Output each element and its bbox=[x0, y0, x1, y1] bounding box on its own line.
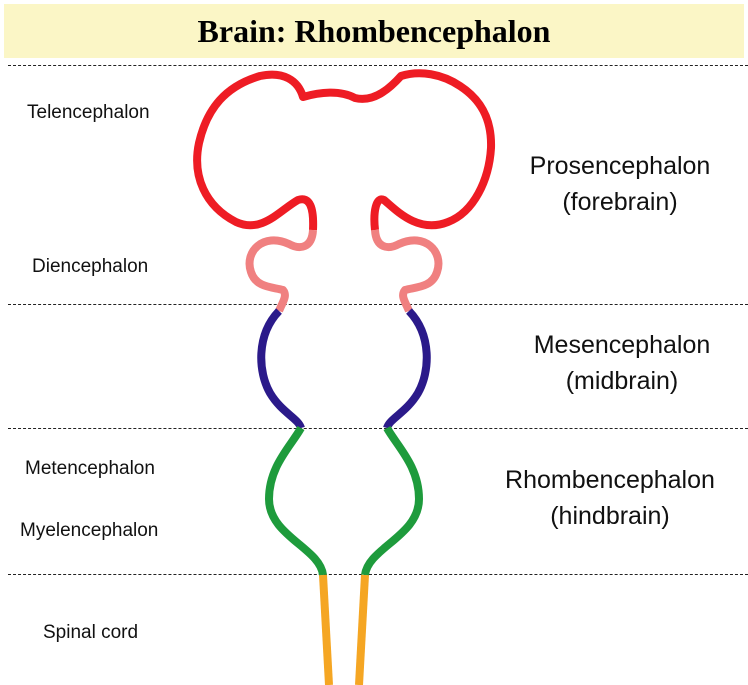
rhombencephalon-name: Rhombencephalon bbox=[480, 462, 740, 498]
label-diencephalon: Diencephalon bbox=[32, 256, 148, 278]
label-myelencephalon: Myelencephalon bbox=[20, 520, 158, 542]
label-metencephalon: Metencephalon bbox=[25, 458, 155, 480]
spinal-cord-right-outline bbox=[359, 575, 365, 685]
spinal-cord-left-outline bbox=[323, 575, 329, 685]
label-prosencephalon: Prosencephalon (forebrain) bbox=[490, 148, 748, 220]
rhombencephalon-left-outline bbox=[269, 428, 323, 575]
diencephalon-right-outline bbox=[375, 230, 438, 311]
label-rhombencephalon: Rhombencephalon (hindbrain) bbox=[480, 462, 740, 534]
prosencephalon-common-name: (forebrain) bbox=[490, 184, 748, 220]
label-mesencephalon: Mesencephalon (midbrain) bbox=[492, 327, 748, 399]
prosencephalon-name: Prosencephalon bbox=[490, 148, 748, 184]
mesencephalon-name: Mesencephalon bbox=[492, 327, 748, 363]
telencephalon-outline bbox=[197, 73, 491, 230]
mesencephalon-common-name: (midbrain) bbox=[492, 363, 748, 399]
label-telencephalon: Telencephalon bbox=[27, 102, 150, 124]
mesencephalon-left-outline bbox=[261, 311, 301, 428]
mesencephalon-right-outline bbox=[387, 311, 427, 428]
rhombencephalon-right-outline bbox=[365, 428, 419, 575]
label-spinal-cord: Spinal cord bbox=[43, 622, 138, 644]
diencephalon-left-outline bbox=[250, 230, 313, 311]
rhombencephalon-common-name: (hindbrain) bbox=[480, 498, 740, 534]
